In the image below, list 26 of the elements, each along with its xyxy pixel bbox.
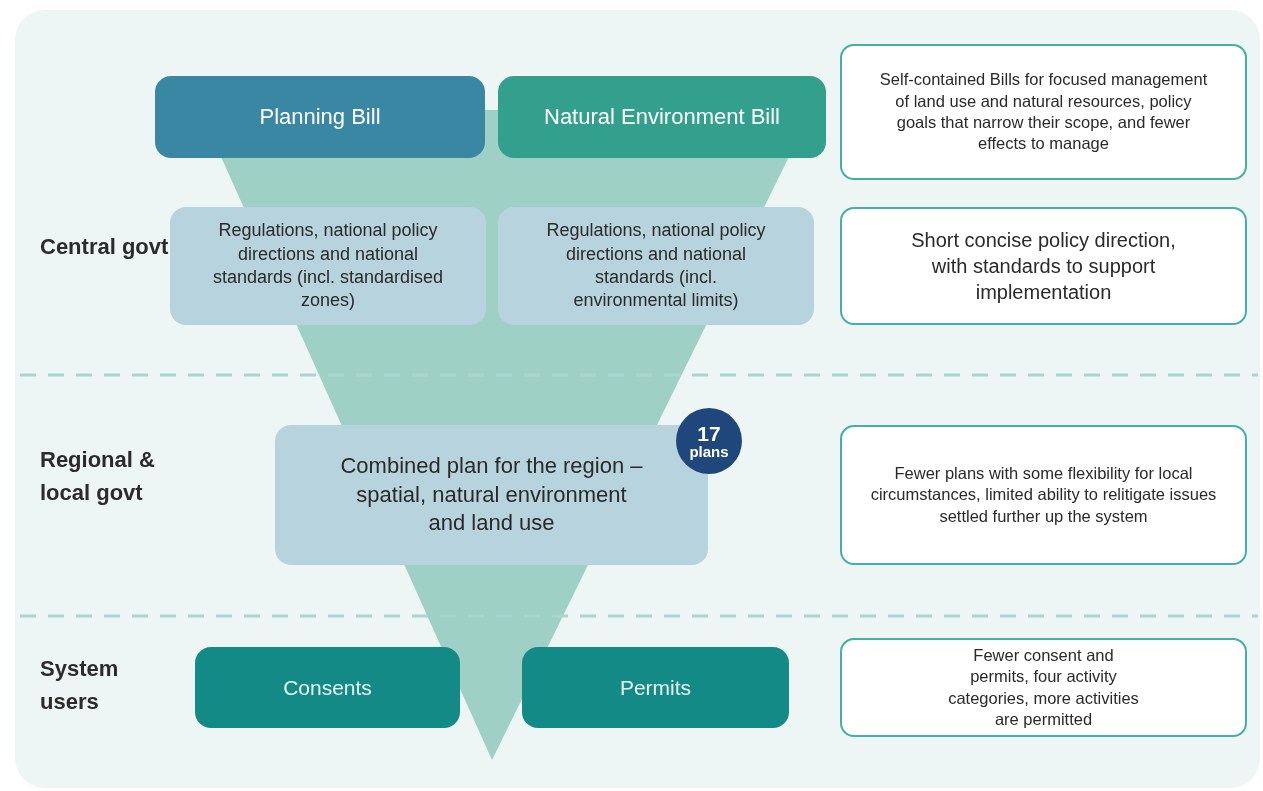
process-box — [195, 647, 460, 728]
tier-label: Central govt — [40, 233, 170, 261]
process-box — [155, 76, 485, 158]
process-box — [522, 647, 789, 728]
box-text: Fewer consent and permits, four activity categories, more activities are permitted — [947, 644, 1140, 730]
badge-label: plans — [689, 444, 729, 459]
box-text: Regulations, national policy directions and national standards (incl. standardised zones) — [211, 219, 445, 313]
box-text: Self-contained Bills for focused management of land use and natural resources, policy goals that narrow their scope, and fewer effects to manage — [878, 69, 1209, 155]
box-text: Fewer plans with some flexibility for local circumstances, limited ability to relitigate issues settled further up the system — [869, 462, 1218, 527]
process-box — [170, 207, 486, 325]
badge-number: 17 — [697, 423, 721, 444]
tier-label: Regional & local govt — [40, 446, 156, 507]
box-text: Regulations, national policy directions and national standards (incl. environmental limits) — [545, 219, 767, 313]
process-box — [498, 207, 814, 325]
box-text: Natural Environment Bill — [544, 102, 780, 131]
tier-label: System users — [40, 655, 120, 716]
box-text: Combined plan for the region – spatial, natural environment and land use — [339, 452, 644, 538]
note-box — [840, 638, 1247, 737]
box-text: Permits — [619, 674, 692, 701]
process-box — [498, 76, 826, 158]
box-text: Short concise policy direction, with standards to support implementation — [910, 228, 1177, 305]
box-text: Planning Bill — [259, 102, 381, 131]
note-box — [840, 207, 1247, 325]
note-box — [840, 44, 1247, 180]
box-text: Consents — [283, 674, 372, 701]
note-box — [840, 425, 1247, 565]
